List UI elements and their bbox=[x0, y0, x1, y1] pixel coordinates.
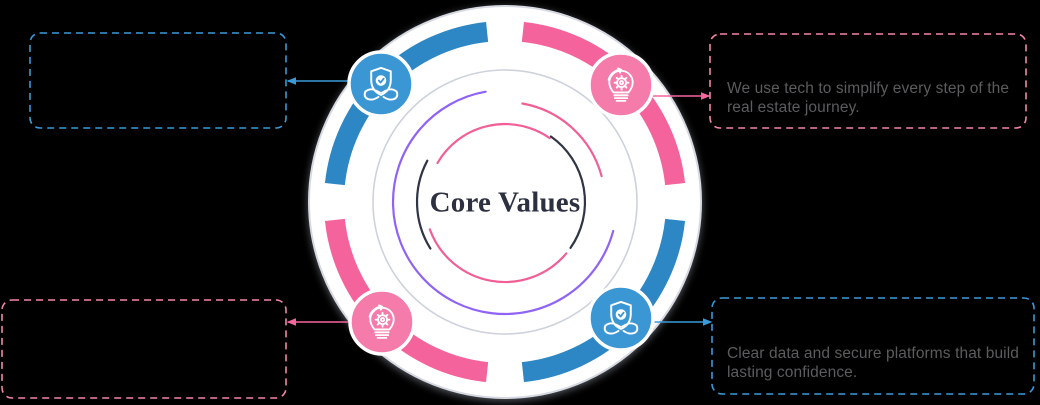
badge-top-right bbox=[587, 51, 655, 119]
decor-arc-pink-top bbox=[521, 102, 603, 178]
decor-arc-purple bbox=[391, 90, 615, 316]
arrowhead-bottom-left bbox=[286, 318, 296, 326]
decor-arc-dark-left-bracket bbox=[415, 159, 432, 250]
arrowhead-bottom-right bbox=[703, 318, 713, 326]
decor-arc-pink-topleft bbox=[436, 122, 551, 165]
badge-bottom-left bbox=[348, 288, 416, 356]
callout-box-top-right bbox=[709, 33, 1027, 129]
badge-top-left bbox=[347, 50, 415, 118]
arrowhead-top-left bbox=[286, 77, 296, 85]
callout-text-bottom-right: Clear data and secure platforms that bui… bbox=[727, 345, 1019, 381]
callout-text-top-right: We use tech to simplify every step of th… bbox=[727, 80, 1010, 116]
callout-box-bottom-right bbox=[711, 297, 1035, 395]
decor-arc-pink-bottom bbox=[428, 228, 568, 284]
arrowhead-top-right bbox=[701, 92, 711, 100]
callout-box-top-left bbox=[29, 32, 287, 129]
badge-bottom-right bbox=[587, 284, 655, 352]
decor-arc-dark-right-bracket bbox=[549, 135, 587, 249]
diagram-title: Core Values bbox=[429, 186, 581, 219]
callout-box-bottom-left bbox=[1, 299, 287, 399]
inner-ring bbox=[372, 69, 638, 335]
